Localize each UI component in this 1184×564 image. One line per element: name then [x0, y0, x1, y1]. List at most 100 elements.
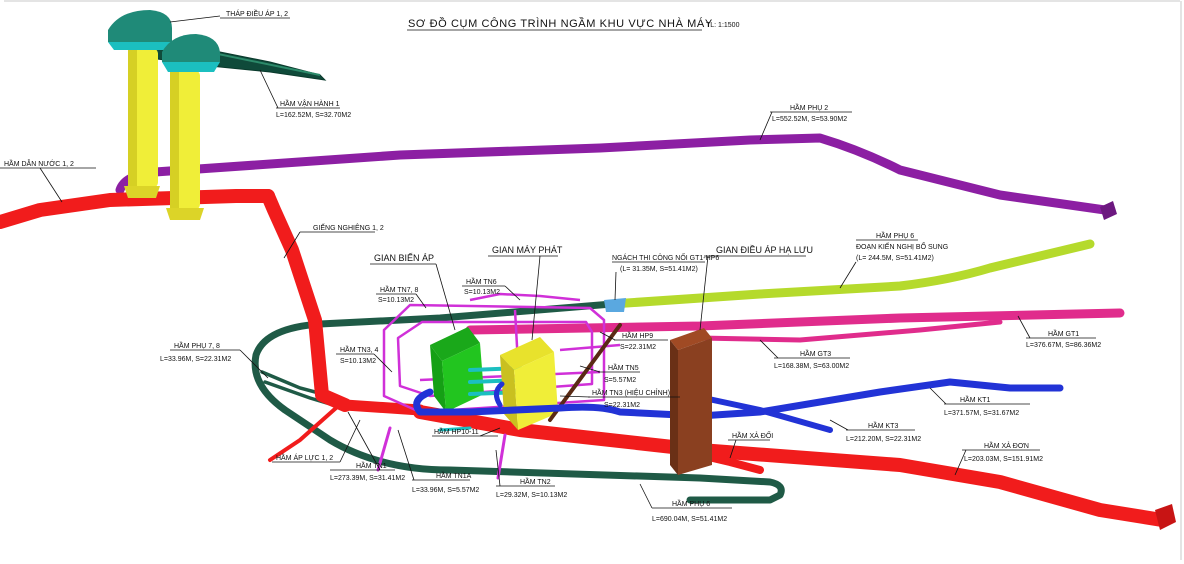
gian-dieu-ap-leader [699, 255, 709, 331]
ham-gt1-dim: L=376.67M, S=86.36M2 [1026, 342, 1101, 349]
thap-dieu-ap-1 [108, 10, 172, 198]
ham-ap-luc-label: HẦM ÁP LỰC 1, 2 [276, 452, 333, 462]
ham-tn78-leader [415, 293, 427, 309]
ham-hp9-dim: S=22.31M2 [620, 344, 656, 351]
ham-tn2-leader [495, 449, 501, 487]
ngach-thi-cong-label: NGÁCH THI CÔNG NỐI GT1-HP6 [612, 252, 719, 262]
doan-kien-nghi-label: ĐOẠN KIẾN NGHỊ BỔ SUNG [856, 241, 948, 251]
ham-xa-doi-label: HẦM XẢ ĐỐI [732, 430, 773, 440]
ham-kt1-tunnel [413, 378, 1064, 420]
ham-phu-2-portal [1100, 201, 1117, 220]
ham-phu-6-top-label: HẦM PHỤ 6 [876, 230, 914, 240]
gian-may-phat-leader [531, 255, 541, 341]
ham-phu-6-extension [607, 239, 1095, 309]
ham-tn1-dim: L=273.39M, S=31.41M2 [330, 475, 405, 482]
gian-may-phat-cavern [500, 337, 558, 430]
ham-van-hanh-label: HẦM VẬN HÀNH 1 [280, 98, 340, 108]
ham-tn2-tunnel [496, 433, 507, 480]
ham-xa-tunnel [413, 405, 1169, 527]
ham-tn1a-tunnel [376, 426, 392, 472]
ham-tn2-dim: L=29.32M, S=10.13M2 [496, 492, 567, 499]
ham-gt1-leader [1017, 315, 1031, 339]
ham-tn3-hc-dim: S=22.31M2 [604, 402, 640, 409]
ham-kt1-label: HẦM KT1 [960, 394, 990, 404]
ham-gt3-label: HẦM GT3 [800, 348, 831, 358]
ham-gt1-tunnel [465, 308, 1125, 335]
ham-van-hanh-leader [259, 69, 279, 109]
gian-may-phat-label: GIAN MÁY PHÁT [492, 245, 563, 255]
ham-hp10-11-leader [479, 427, 501, 437]
ham-phu-6-bottom-dim: L=690.04M, S=51.41M2 [652, 516, 727, 523]
ham-tn5-leader [579, 365, 601, 373]
ham-tn5-dim: S=5.57M2 [604, 377, 636, 384]
ham-hp9-tunnel [548, 323, 622, 422]
ham-phu-2-leader [759, 111, 773, 141]
thap-dieu-ap-leader [169, 15, 221, 23]
doan-kien-nghi-dim: (L= 244.5M, S=51.41M2) [856, 255, 934, 262]
ham-phu-78-dim: L=33.96M, S=22.31M2 [160, 356, 231, 363]
diagram-scale: TL: 1:1500 [706, 22, 740, 29]
ham-tn1-leader [347, 411, 381, 471]
gian-dieu-ap-label: GIAN ĐIỀU ÁP HẠ LƯU [716, 245, 813, 255]
gian-bien-ap-label: GIAN BIẾN ÁP [374, 253, 434, 263]
ham-phu-2-dim: L=552.52M, S=53.90M2 [772, 116, 847, 123]
ham-tn1a-leader [397, 429, 415, 481]
ham-gt1-label: HẦM GT1 [1048, 328, 1079, 338]
ham-kt1-leader [929, 387, 947, 405]
ham-ap-luc-tunnel [316, 389, 426, 416]
ham-tn6-leader [504, 285, 521, 301]
ham-tn1-label: HẦM TN1 [356, 460, 387, 470]
ham-tn1a-dim: L=33.96M, S=5.57M2 [412, 487, 479, 494]
ngach-thi-cong-dim: (L= 31.35M, S=51.41M2) [620, 266, 698, 273]
ham-tn34-leader [373, 353, 393, 373]
ham-dan-nuoc-tunnel [0, 189, 275, 229]
ham-gt3-tunnel [697, 319, 1003, 343]
diagram-title: SƠ ĐỒ CỤM CÔNG TRÌNH NGẦM KHU VỰC NHÀ MÁ… [408, 17, 713, 30]
ham-tn6-label: HẦM TN6 [466, 276, 497, 286]
ham-tn34-dim: S=10.13M2 [340, 358, 376, 365]
ham-tn34-label: HẦM TN3, 4 [340, 344, 378, 354]
ham-tn5-label: HẦM TN5 [608, 362, 639, 372]
ham-kt3-dim: L=212.20M, S=22.31M2 [846, 436, 921, 443]
ham-hp9-label: HẦM HP9 [622, 330, 653, 340]
ham-kt1-dim: L=371.57M, S=31.67M2 [944, 410, 1019, 417]
ham-phu-6-bottom-leader [639, 483, 653, 509]
ham-tn1-tunnel [268, 398, 347, 462]
ham-tn78-label: HẦM TN7, 8 [380, 284, 418, 294]
ham-hp9-leader [599, 331, 616, 341]
blue-branch [494, 381, 505, 408]
ham-tn3-hc-label: HẦM TN3 (HIỆU CHỈNH) [592, 387, 670, 397]
ham-tn6-dim: S=10.13M2 [464, 289, 500, 296]
ngach-thi-cong-leader [614, 271, 617, 301]
ham-gt3-leader [759, 339, 779, 359]
gieng-nghieng-leader [283, 231, 301, 259]
ham-xa-don-label: HẦM XẢ ĐƠN [984, 440, 1029, 450]
ham-xa-don-portal [1155, 504, 1176, 530]
ham-phu-2-label: HẦM PHỤ 2 [790, 102, 828, 112]
ham-phu-78-label: HẦM PHỤ 7, 8 [174, 340, 220, 350]
ham-kt3-leader [829, 419, 849, 431]
ham-dan-nuoc-label: HẦM DẪN NƯỚC 1, 2 [4, 158, 74, 168]
ham-van-hanh-dim: L=162.52M, S=32.70M2 [276, 112, 351, 119]
ham-phu-6-loop [251, 300, 785, 504]
ham-tn1a-label: HẦM TN1A [436, 470, 472, 480]
ham-gt3-dim: L=168.38M, S=63.00M2 [774, 363, 849, 370]
ham-dan-nuoc-leader [39, 167, 63, 203]
gieng-nghieng-label: GIẾNG NGHIÊNG 1, 2 [313, 222, 384, 232]
gian-dieu-ap-ha-luu-cavern [670, 328, 712, 475]
ham-phu-6-bottom-label: HẦM PHỤ 6 [672, 498, 710, 508]
ham-kt3-label: HẦM KT3 [868, 420, 898, 430]
ham-hp10-11-label: HẦM HP10-11 [434, 426, 479, 436]
ngach-thi-cong-junction [604, 298, 626, 312]
ham-tn3-hc-leader [559, 395, 591, 398]
ham-xa-doi-leader [729, 439, 737, 459]
thap-dieu-ap-2 [162, 34, 220, 220]
gian-bien-ap-leader [435, 263, 456, 331]
doan-kien-nghi-leader [839, 261, 857, 289]
ham-xa-don-leader [954, 449, 967, 476]
ham-xa-don-dim: L=203.03M, S=151.91M2 [964, 456, 1043, 463]
ham-tn2-label: HẦM TN2 [520, 476, 551, 486]
ham-phu-78-leader [239, 349, 269, 379]
